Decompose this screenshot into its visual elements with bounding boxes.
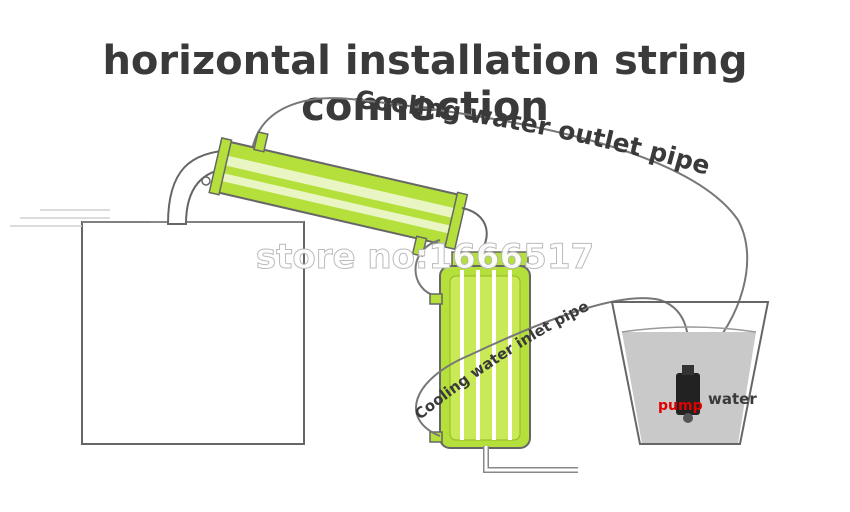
- pump-label: pump: [658, 398, 703, 414]
- watermark-text: store no:1666517: [256, 237, 594, 277]
- boiler-tank: [81, 221, 305, 445]
- horizontal-condenser: [208, 131, 469, 257]
- inlet-hose: [415, 297, 690, 437]
- outlet-hose: [251, 97, 749, 356]
- water-label: water: [708, 390, 757, 408]
- drain-tube-inner: [484, 446, 578, 472]
- diagram-title: horizontal installation string connectio…: [102, 38, 748, 130]
- condenser-drain-tube: [483, 446, 578, 473]
- pump: [676, 365, 700, 423]
- thermometer-port: [201, 176, 211, 186]
- connector-hose: [414, 239, 441, 297]
- vertical-condenser: [429, 251, 531, 449]
- outlet-pipe-label: Cooling water outlet pipe: [354, 85, 713, 181]
